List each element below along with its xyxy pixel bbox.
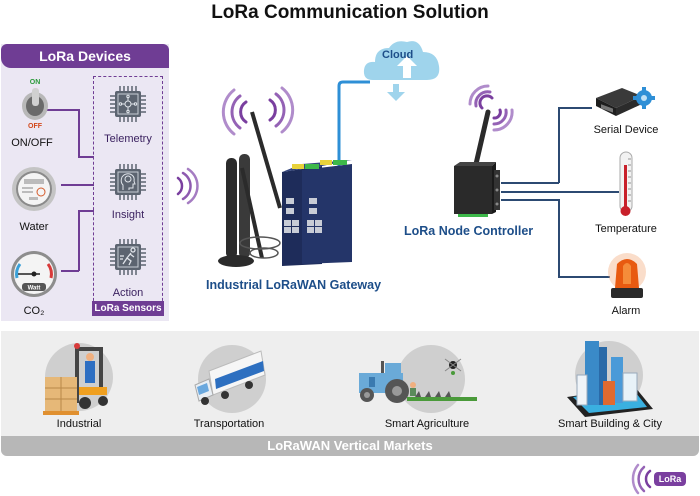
page-title: LoRa Communication Solution [211, 2, 489, 23]
toggle-switch-icon: ON OFF [22, 79, 48, 130]
gauge-icon: Watt [11, 251, 57, 297]
device-label-serial: Serial Device [593, 124, 659, 136]
node-controller-signal-icon [468, 84, 514, 132]
alarm-light-icon [608, 253, 646, 298]
gauge-text: Watt [28, 286, 41, 292]
cloud-label: Cloud [382, 49, 414, 61]
forklift-icon [43, 343, 108, 415]
sensor-label-insight: Insight [111, 209, 145, 221]
sensor-label-telemetry: Telemetry [104, 133, 152, 145]
connector-line [558, 107, 560, 183]
connector-line [558, 107, 592, 109]
serial-device-icon [596, 87, 655, 116]
gateway-signal-icon [221, 86, 295, 136]
device-label-water: Water [19, 221, 49, 233]
device-label-alarm: Alarm [611, 305, 641, 317]
signal-waves-icon [176, 167, 199, 205]
connector-line [78, 156, 94, 158]
connector-line [78, 109, 80, 157]
connector-line [41, 109, 79, 111]
market-label-smart-agriculture: Smart Agriculture [384, 418, 470, 430]
lora-devices-header: LoRa Devices [1, 44, 169, 68]
action-chip-icon [110, 239, 146, 275]
switch-on-text: ON [30, 79, 41, 86]
city-buildings-icon [567, 341, 653, 417]
gateway-label: Industrial LoRaWAN Gateway [206, 278, 382, 292]
gateway-icon [218, 111, 352, 267]
sensor-label-action: Action [112, 287, 144, 299]
vertical-markets-title: LoRaWAN Vertical Markets [1, 436, 699, 456]
connector-line [501, 199, 559, 201]
connector-line [501, 191, 619, 193]
node-controller-label: LoRa Node Controller [404, 224, 534, 238]
tractor-icon [359, 352, 477, 403]
lora-logo-badge: LoRa [654, 472, 686, 486]
connector-line [61, 270, 79, 272]
ethernet-cable-line [337, 80, 370, 176]
connector-line [78, 210, 80, 271]
connector-line [78, 210, 94, 212]
market-label-industrial: Industrial [56, 418, 102, 430]
connector-line [61, 184, 94, 186]
connector-line [558, 276, 610, 278]
telemetry-chip-icon [110, 86, 146, 122]
connector-line [501, 182, 559, 184]
market-circle [397, 345, 465, 413]
connector-line [558, 199, 560, 277]
lora-logo-waves-icon [631, 463, 652, 495]
lora-sensors-tag: LoRa Sensors [92, 301, 164, 316]
switch-off-text: OFF [28, 123, 43, 130]
insight-chip-icon [110, 164, 146, 200]
device-label-temperature: Temperature [595, 223, 657, 235]
cloud-icon [363, 41, 440, 101]
vertical-markets-panel: Industrial Transportation Smart Agricult… [1, 331, 699, 456]
lora-devices-panel: LoRa Devices LoRa Sensors ON OFF ON/OFF … [1, 44, 169, 321]
non-lora-devices-header: Non-LoRa Devices [549, 44, 700, 68]
node-controller-icon [454, 109, 500, 217]
market-label-smart-building-city: Smart Building & City [558, 418, 662, 430]
device-label-co2: CO₂ [23, 305, 45, 317]
thermometer-icon [619, 151, 633, 216]
water-meter-icon [12, 167, 56, 211]
market-label-transportation: Transportation [193, 418, 265, 430]
truck-icon [194, 350, 266, 405]
device-label-onoff: ON/OFF [11, 137, 53, 149]
